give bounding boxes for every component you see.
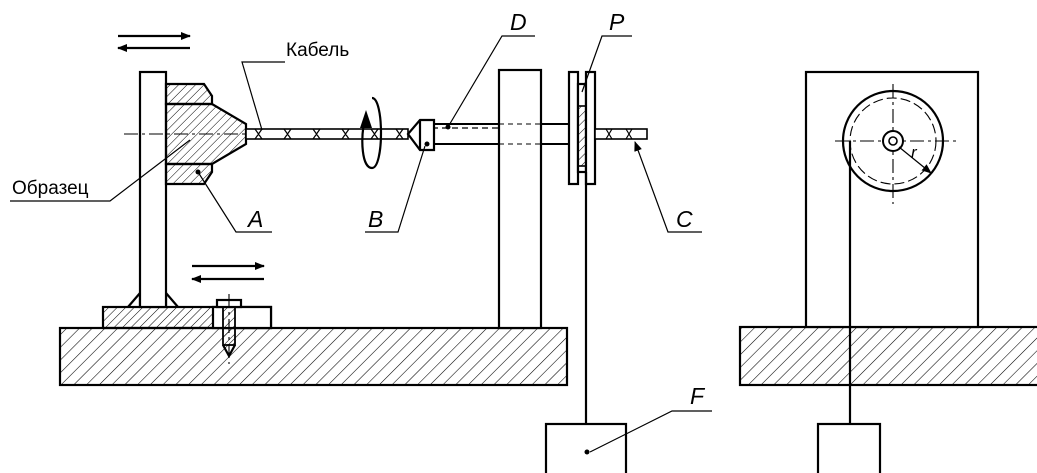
leader-lines — [10, 35, 712, 453]
label-f: F — [690, 383, 706, 409]
end-fitting-b — [406, 118, 436, 152]
horizontal-motion-arrows-top — [117, 32, 191, 52]
support-pillar-side — [804, 70, 980, 329]
cable — [245, 128, 409, 140]
label-b: B — [368, 206, 383, 232]
adjust-bolt — [211, 294, 273, 364]
base-beam-side — [738, 325, 1037, 387]
support-pillar-front — [497, 68, 543, 330]
label-a: A — [246, 206, 263, 232]
label-r: r — [911, 143, 918, 162]
label-cable: Кабель — [286, 40, 349, 61]
left-stand — [138, 70, 168, 309]
label-d: D — [510, 9, 527, 35]
horizontal-motion-arrows-bottom — [191, 262, 265, 283]
pulley-p-front — [567, 70, 597, 186]
pulley-p-side — [835, 84, 958, 204]
label-p: P — [609, 9, 625, 35]
shaft-c — [594, 128, 648, 140]
weight-f-side — [816, 422, 882, 473]
base-beam-front — [58, 326, 569, 387]
rotation-arrow — [360, 96, 383, 170]
label-c: C — [676, 206, 693, 232]
label-sample: Образец — [12, 178, 89, 199]
weight-f-front — [544, 422, 628, 473]
